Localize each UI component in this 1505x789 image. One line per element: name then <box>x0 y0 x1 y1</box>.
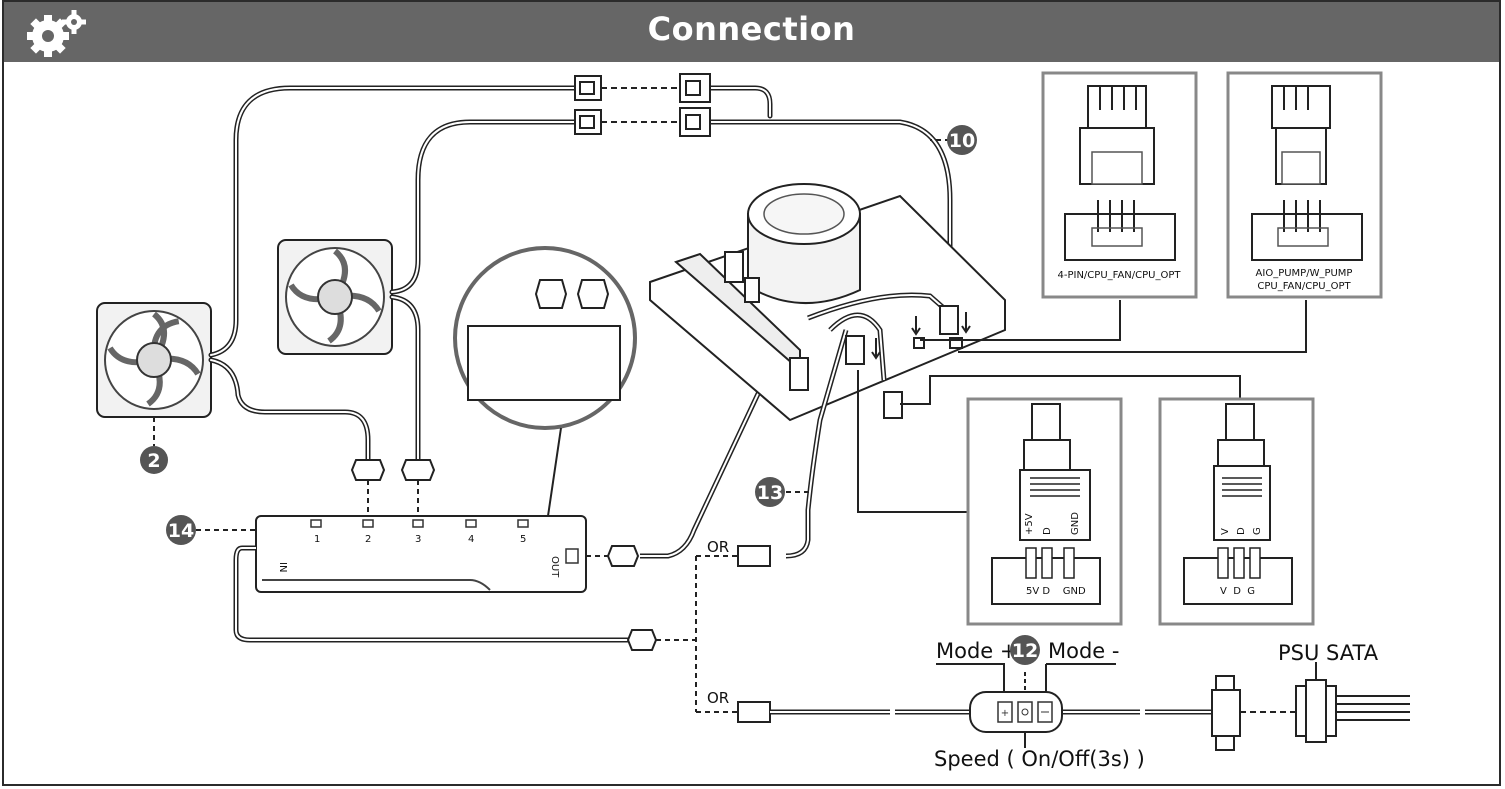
argb-header-pins: 5V D GND <box>1026 586 1086 597</box>
or-label-top: OR <box>707 538 729 556</box>
hub-port-5: 5 <box>520 534 526 545</box>
argb2-plug-v: V <box>1220 528 1231 535</box>
header-bar: Connection <box>4 2 1499 62</box>
motherboard-pump <box>649 183 1006 422</box>
mode-plus-label: Mode + <box>936 639 1018 663</box>
pump-header-label-2: CPU_FAN/CPU_OPT <box>1257 281 1351 292</box>
gear-icon <box>27 10 86 57</box>
svg-text:+: + <box>1001 708 1009 719</box>
argb-hub <box>255 515 587 593</box>
callout-13-text: 13 <box>757 482 783 504</box>
callout-cable: 10 <box>930 125 977 155</box>
callout-10-text: 10 <box>949 130 975 152</box>
hub-port-1: 1 <box>314 534 320 545</box>
callout-14-text: 14 <box>168 520 194 542</box>
page-title: Connection <box>647 10 856 48</box>
speed-controller: + <box>969 691 1063 733</box>
fan-argb-plugs <box>350 459 436 481</box>
argb-plug-gnd: GND <box>1070 512 1081 535</box>
pump-header-label-1: AIO_PUMP/W_PUMP <box>1256 268 1353 279</box>
mode-minus-label: Mode - <box>1048 639 1119 663</box>
hub-zoom-circle <box>453 246 637 517</box>
argb2-plug-g: G <box>1252 527 1263 535</box>
argb-plug-d: D <box>1042 527 1053 535</box>
argb-5v-panel <box>966 397 1123 626</box>
hub-out-label: OUT <box>549 556 560 578</box>
hub-port-3: 3 <box>415 534 421 545</box>
callout-fan: 2 <box>140 417 168 474</box>
callout-2-text: 2 <box>147 450 160 472</box>
pump-header-panel <box>1226 71 1383 299</box>
psu-sata-label: PSU SATA <box>1278 641 1379 665</box>
fan-right <box>277 239 393 355</box>
fan-header-panel <box>1041 71 1198 299</box>
hub-port-4: 4 <box>468 534 474 545</box>
fan-left <box>96 302 212 418</box>
argb-plug-5v: +5V <box>1024 513 1035 535</box>
or-label-bottom: OR <box>707 689 729 707</box>
callout-12-text: 12 <box>1012 640 1038 662</box>
hub-port-2: 2 <box>365 534 371 545</box>
hub-in-label: IN <box>277 562 288 572</box>
argb2-header-pins: V D G <box>1220 586 1255 597</box>
callout-controller: 12 <box>1010 635 1040 665</box>
callout-hub: 14 <box>166 515 256 545</box>
callout-extension: 13 <box>755 477 812 507</box>
hub-in-plug <box>626 629 658 651</box>
argb2-plug-d: D <box>1236 527 1247 535</box>
speed-label: Speed ( On/Off(3s) ) <box>934 747 1145 771</box>
argb-vdg-panel <box>1158 397 1315 626</box>
sata-connector <box>1211 675 1337 751</box>
fan-plugs-top <box>574 73 711 137</box>
fan-header-label: 4-PIN/CPU_FAN/CPU_OPT <box>1058 270 1182 281</box>
